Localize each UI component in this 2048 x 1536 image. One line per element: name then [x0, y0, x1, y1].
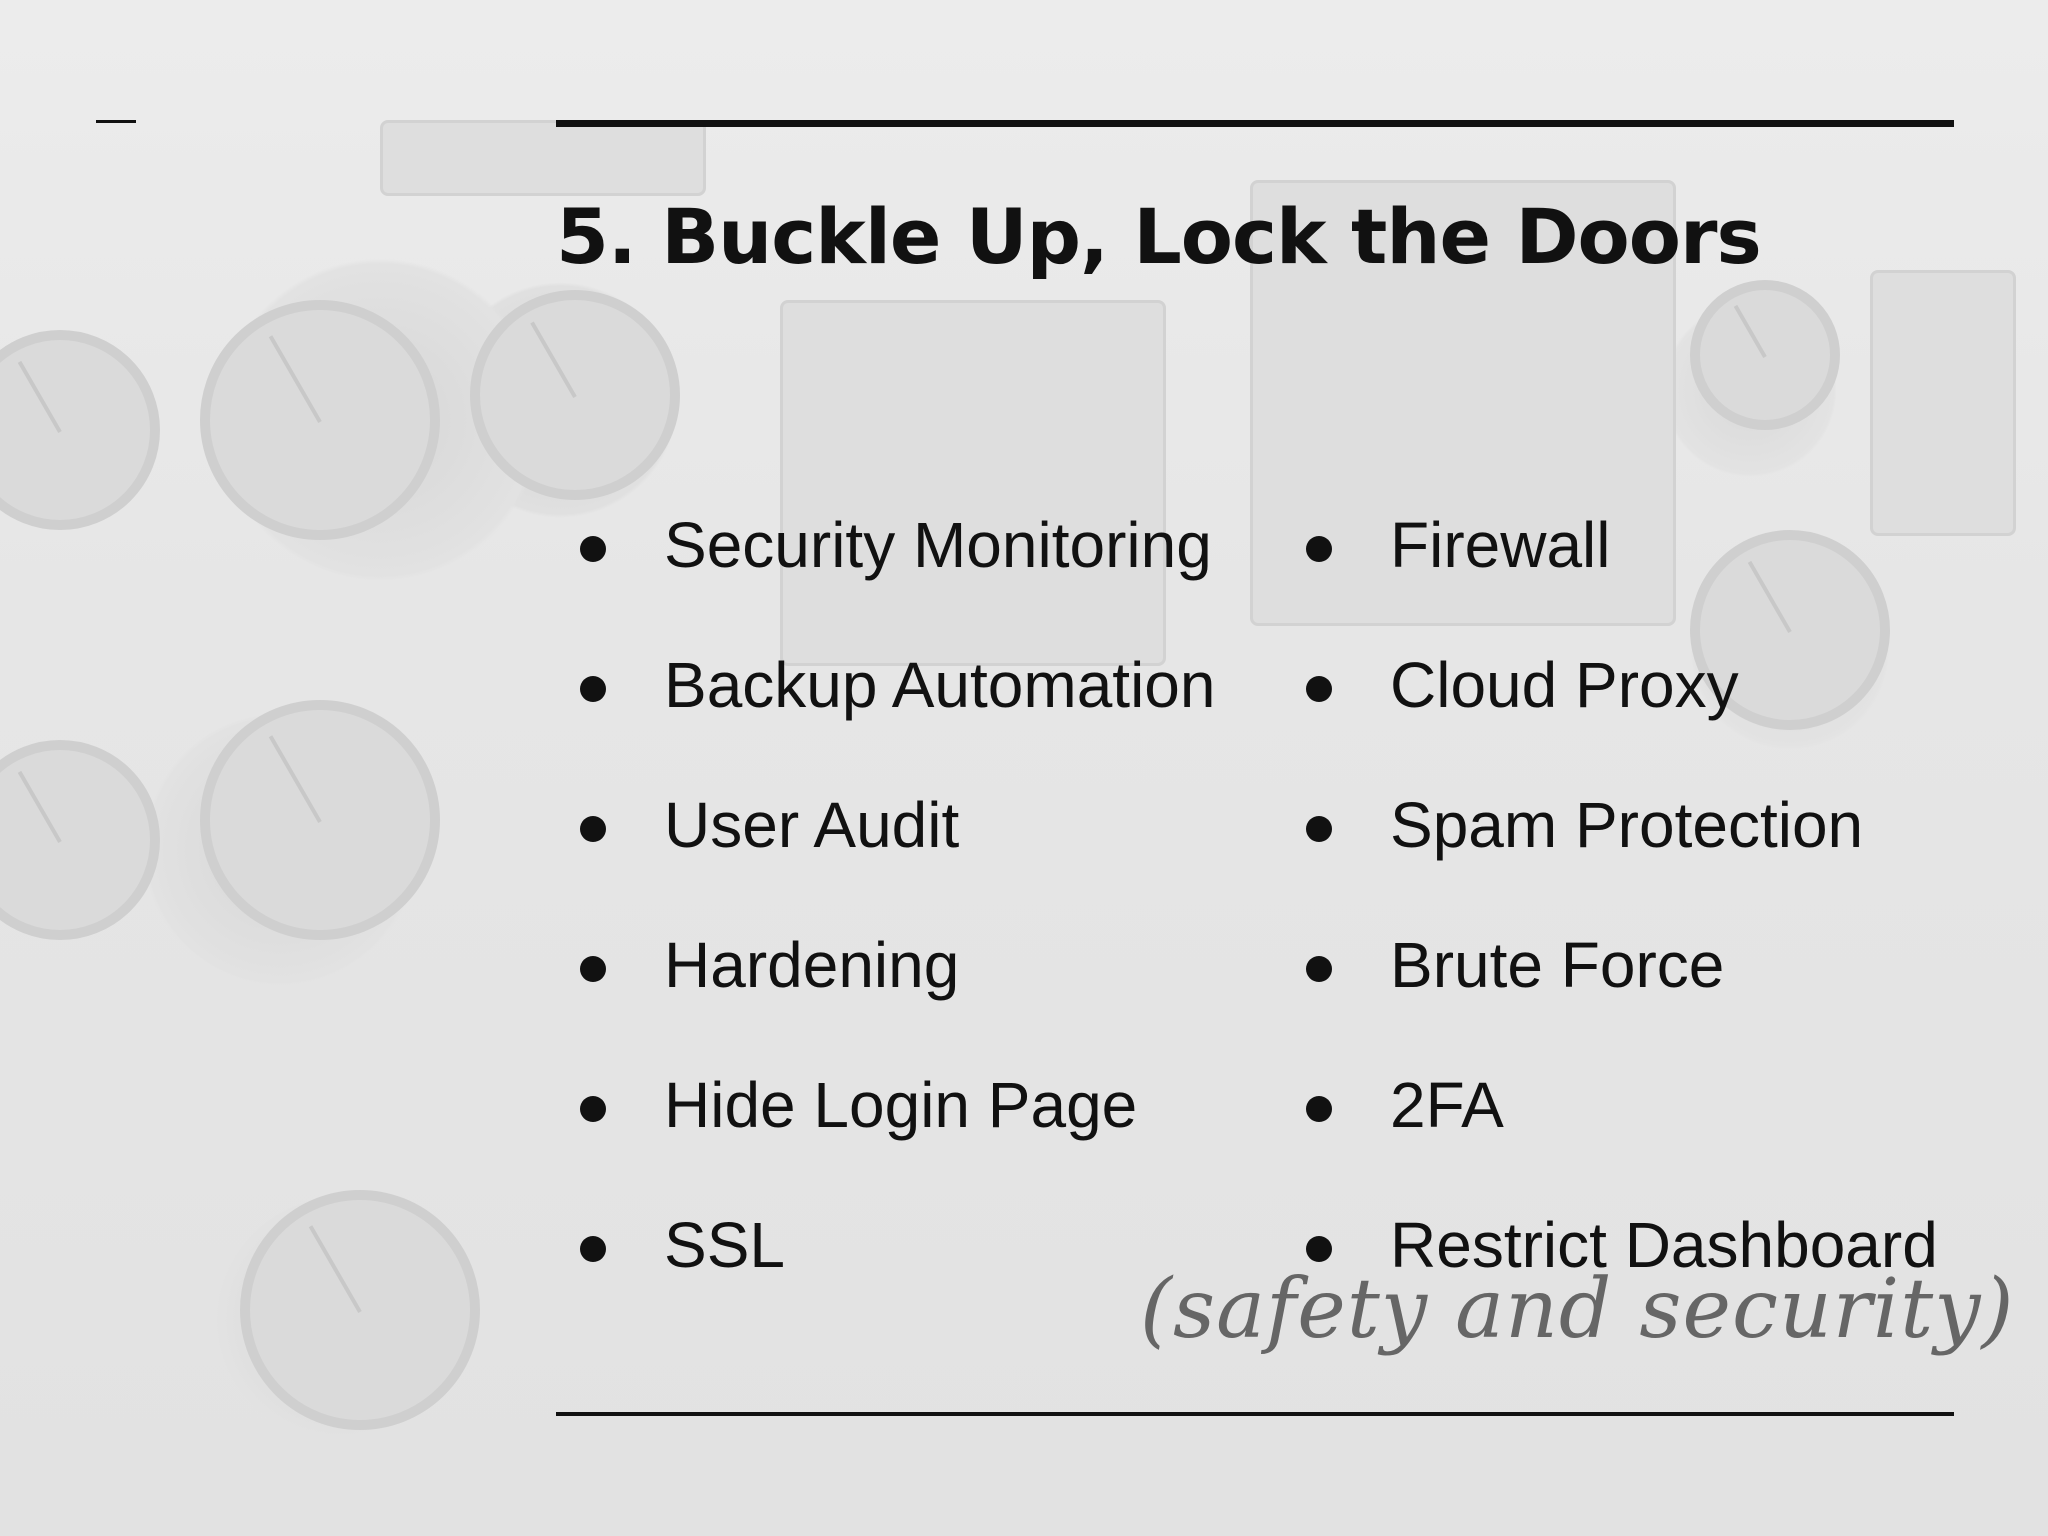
bullet-icon	[1306, 676, 1332, 702]
list-item-label: Cloud Proxy	[1390, 649, 1739, 721]
vertical-speed-gauge-icon	[200, 700, 440, 940]
panel-annunciator-shape	[380, 120, 706, 196]
tagline: (safety and security)	[1140, 1262, 2015, 1357]
lower-gauge-icon	[240, 1190, 480, 1430]
list-item-label: User Audit	[664, 789, 960, 861]
decorative-dash	[96, 120, 136, 123]
attitude-gauge-icon	[0, 330, 160, 530]
list-item-label: Brute Force	[1390, 929, 1725, 1001]
list-item-label: Spam Protection	[1390, 789, 1864, 861]
bullet-icon	[580, 536, 606, 562]
list-item-label: SSL	[664, 1209, 785, 1281]
small-right-gauge-icon	[1690, 280, 1840, 430]
altimeter-gauge-icon	[200, 300, 440, 540]
heading-gauge-icon	[470, 290, 680, 500]
bullet-icon	[580, 816, 606, 842]
list-item-label: Backup Automation	[664, 649, 1216, 721]
bullet-icon	[580, 676, 606, 702]
list-item-label: Firewall	[1390, 509, 1611, 581]
bottom-rule	[556, 1412, 1954, 1416]
bullet-icon	[1306, 536, 1332, 562]
right-gauge-icon	[1690, 530, 1890, 730]
top-rule	[556, 120, 1954, 127]
slide-title: 5. Buckle Up, Lock the Doors	[556, 192, 1762, 281]
list-item-label: Hardening	[664, 929, 960, 1001]
bullet-icon	[1306, 816, 1332, 842]
panel-display-shape	[780, 300, 1166, 666]
bullet-icon	[1306, 956, 1332, 982]
list-item-label: 2FA	[1390, 1069, 1504, 1141]
panel-switch-shape	[1870, 270, 2016, 536]
turn-gauge-icon	[0, 740, 160, 940]
bullet-icon	[580, 956, 606, 982]
bullet-icon	[1306, 1096, 1332, 1122]
bullet-icon	[580, 1236, 606, 1262]
list-item-label: Restrict Dashboard	[1390, 1209, 1938, 1281]
list-item-label: Security Monitoring	[664, 509, 1212, 581]
bullet-icon	[1306, 1236, 1332, 1262]
list-item-label: Hide Login Page	[664, 1069, 1138, 1141]
bullet-icon	[580, 1096, 606, 1122]
